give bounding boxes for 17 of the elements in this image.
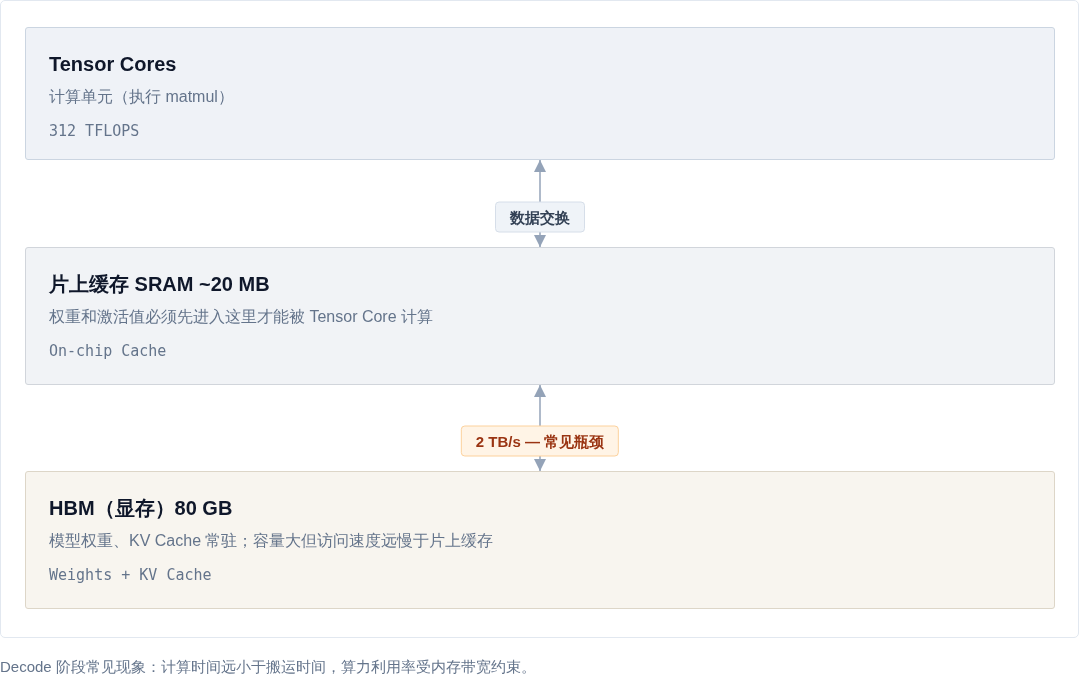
spec-text: On-chip Cache <box>49 341 167 362</box>
spec-text: Weights + KV Cache <box>49 565 212 586</box>
description: 计算单元（执行 matmul） <box>49 87 234 107</box>
arrow <box>534 384 546 472</box>
description: 权重和激活值必须先进入这里才能被 Tensor Core 计算 <box>49 307 434 327</box>
layer-box <box>25 247 1055 385</box>
edge-label: 数据交换 <box>495 201 585 233</box>
caption: Decode 阶段常见现象：计算时间远小于搬运时间，算力利用率受内存带宽约束。 <box>0 657 536 677</box>
layer-box <box>25 471 1055 609</box>
arrow <box>534 159 546 248</box>
edge-label: 2 TB/s — 常见瓶颈 <box>460 425 620 457</box>
box-heading: HBM（显存）80 GB <box>49 496 233 521</box>
layer-box <box>25 27 1055 160</box>
description: 模型权重、KV Cache 常驻；容量大但访问速度远慢于片上缓存 <box>49 531 494 551</box>
box-heading: 片上缓存 SRAM ~20 MB <box>49 272 270 297</box>
box-heading: Tensor Cores <box>49 52 177 77</box>
spec-text: 312 TFLOPS <box>49 121 140 142</box>
